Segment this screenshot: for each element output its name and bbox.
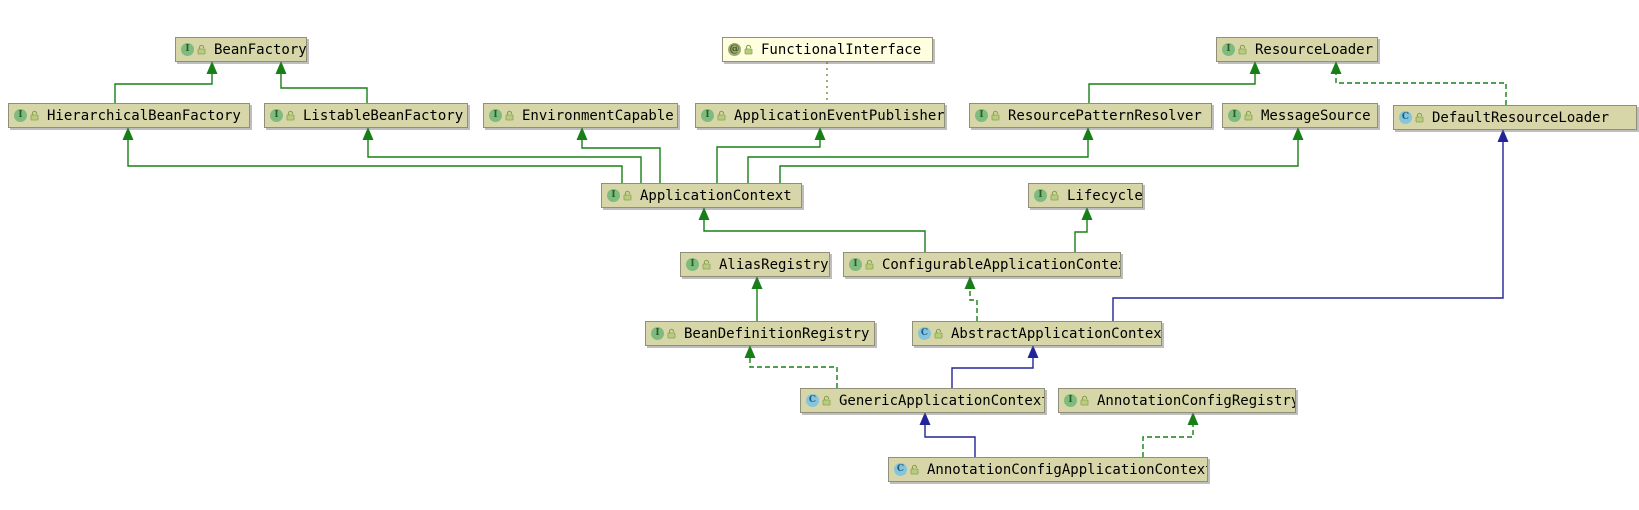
interface-icon: I xyxy=(975,109,988,122)
class-name-label: ListableBeanFactory xyxy=(303,107,464,124)
class-node-annotation-config-application-context[interactable]: C AnnotationConfigApplicationContext xyxy=(888,457,1208,482)
interface-icon: I xyxy=(489,109,502,122)
class-icon: C xyxy=(894,463,907,476)
interface-icon: I xyxy=(1064,394,1077,407)
interface-icon: I xyxy=(686,258,699,271)
lock-icon xyxy=(991,110,1000,121)
class-name-label: AbstractApplicationContext xyxy=(951,325,1162,342)
class-node-abstract-application-context[interactable]: C AbstractApplicationContext xyxy=(912,321,1162,346)
interface-icon: I xyxy=(1228,109,1241,122)
interface-icon: I xyxy=(1222,43,1235,56)
lock-icon xyxy=(197,44,206,55)
edge-default-resource-loader--resource-loader xyxy=(1330,61,1507,105)
edge-generic-application-context--abstract-application-context xyxy=(951,345,1039,388)
lock-icon xyxy=(865,259,874,270)
class-name-label: HierarchicalBeanFactory xyxy=(47,107,241,124)
class-name-label: ApplicationContext xyxy=(640,187,792,204)
lock-icon xyxy=(702,259,711,270)
lock-icon xyxy=(1244,110,1253,121)
class-name-label: BeanDefinitionRegistry xyxy=(684,325,870,342)
class-node-hierarchical-bean-factory[interactable]: I HierarchicalBeanFactory xyxy=(8,103,250,128)
lock-icon xyxy=(1050,190,1059,201)
class-name-label: MessageSource xyxy=(1261,107,1371,124)
edge-abstract-application-context--default-resource-loader xyxy=(1112,129,1509,321)
lock-icon xyxy=(623,190,632,201)
class-node-annotation-config-registry[interactable]: I AnnotationConfigRegistry xyxy=(1058,388,1296,413)
edge-hierarchical-bean-factory--bean-factory xyxy=(114,61,218,103)
class-node-default-resource-loader[interactable]: C DefaultResourceLoader xyxy=(1393,105,1637,130)
class-node-resource-pattern-resolver[interactable]: I ResourcePatternResolver xyxy=(969,103,1212,128)
class-name-label: GenericApplicationContext xyxy=(839,392,1045,409)
edge-application-context--environment-capable xyxy=(576,127,661,183)
lock-icon xyxy=(910,464,919,475)
lock-icon xyxy=(1415,112,1424,123)
lock-icon xyxy=(717,110,726,121)
class-name-label: ApplicationEventPublisher xyxy=(734,107,945,124)
lock-icon xyxy=(822,395,831,406)
class-icon: C xyxy=(1399,111,1412,124)
edge-configurable-application-context--lifecycle xyxy=(1074,207,1093,252)
class-name-label: Lifecycle xyxy=(1067,187,1143,204)
interface-icon: I xyxy=(849,258,862,271)
interface-icon: I xyxy=(651,327,664,340)
class-icon: C xyxy=(806,394,819,407)
interface-icon: I xyxy=(701,109,714,122)
class-name-label: DefaultResourceLoader xyxy=(1432,109,1610,126)
interface-icon: I xyxy=(1034,189,1047,202)
class-node-message-source[interactable]: I MessageSource xyxy=(1222,103,1378,128)
class-node-bean-factory[interactable]: I BeanFactory xyxy=(175,37,307,62)
class-node-functional-interface[interactable]: @ FunctionalInterface xyxy=(722,37,933,62)
interface-icon: I xyxy=(607,189,620,202)
lock-icon xyxy=(1080,395,1089,406)
lock-icon xyxy=(934,328,943,339)
class-node-application-event-publisher[interactable]: I ApplicationEventPublisher xyxy=(695,103,945,128)
lock-icon xyxy=(286,110,295,121)
class-node-lifecycle[interactable]: I Lifecycle xyxy=(1028,183,1143,208)
edge-application-context--hierarchical-bean-factory xyxy=(122,127,623,183)
class-node-bean-definition-registry[interactable]: I BeanDefinitionRegistry xyxy=(645,321,875,346)
interface-icon: I xyxy=(270,109,283,122)
edge-abstract-application-context--configurable-application-context xyxy=(964,276,978,321)
class-node-configurable-application-context[interactable]: I ConfigurableApplicationContext xyxy=(843,252,1121,277)
class-name-label: ResourceLoader xyxy=(1255,41,1374,58)
class-node-generic-application-context[interactable]: C GenericApplicationContext xyxy=(800,388,1045,413)
class-name-label: ResourcePatternResolver xyxy=(1008,107,1202,124)
class-name-label: BeanFactory xyxy=(214,41,307,58)
class-name-label: AliasRegistry xyxy=(719,256,829,273)
class-node-alias-registry[interactable]: I AliasRegistry xyxy=(680,252,830,277)
edge-annotation-config-application-context--generic-application-context xyxy=(919,412,976,457)
class-name-label: AnnotationConfigApplicationContext xyxy=(927,461,1208,478)
class-name-label: FunctionalInterface xyxy=(761,41,922,58)
class-node-resource-loader[interactable]: I ResourceLoader xyxy=(1216,37,1378,62)
class-name-label: AnnotationConfigRegistry xyxy=(1097,392,1296,409)
class-icon: C xyxy=(918,327,931,340)
edge-generic-application-context--bean-definition-registry xyxy=(744,345,838,388)
lock-icon xyxy=(667,328,676,339)
lock-icon xyxy=(1238,44,1247,55)
edge-listable-bean-factory--bean-factory xyxy=(275,61,368,103)
interface-icon: I xyxy=(14,109,27,122)
class-node-listable-bean-factory[interactable]: I ListableBeanFactory xyxy=(264,103,468,128)
edge-configurable-application-context--application-context xyxy=(698,207,926,252)
class-name-label: EnvironmentCapable xyxy=(522,107,674,124)
edge-application-context--message-source xyxy=(779,127,1304,183)
edge-application-context--resource-pattern-resolver xyxy=(747,127,1094,183)
class-name-label: ConfigurableApplicationContext xyxy=(882,256,1121,273)
edge-application-context--listable-bean-factory xyxy=(362,127,642,183)
annotation-icon: @ xyxy=(728,43,741,56)
lock-icon xyxy=(30,110,39,121)
class-node-environment-capable[interactable]: I EnvironmentCapable xyxy=(483,103,678,128)
class-node-application-context[interactable]: I ApplicationContext xyxy=(601,183,802,208)
edge-application-context--application-event-publisher xyxy=(716,127,826,183)
edge-annotation-config-application-context--annotation-config-registry xyxy=(1142,412,1199,457)
lock-icon xyxy=(505,110,514,121)
lock-icon xyxy=(744,44,753,55)
edge-resource-pattern-resolver--resource-loader xyxy=(1088,61,1261,103)
interface-icon: I xyxy=(181,43,194,56)
